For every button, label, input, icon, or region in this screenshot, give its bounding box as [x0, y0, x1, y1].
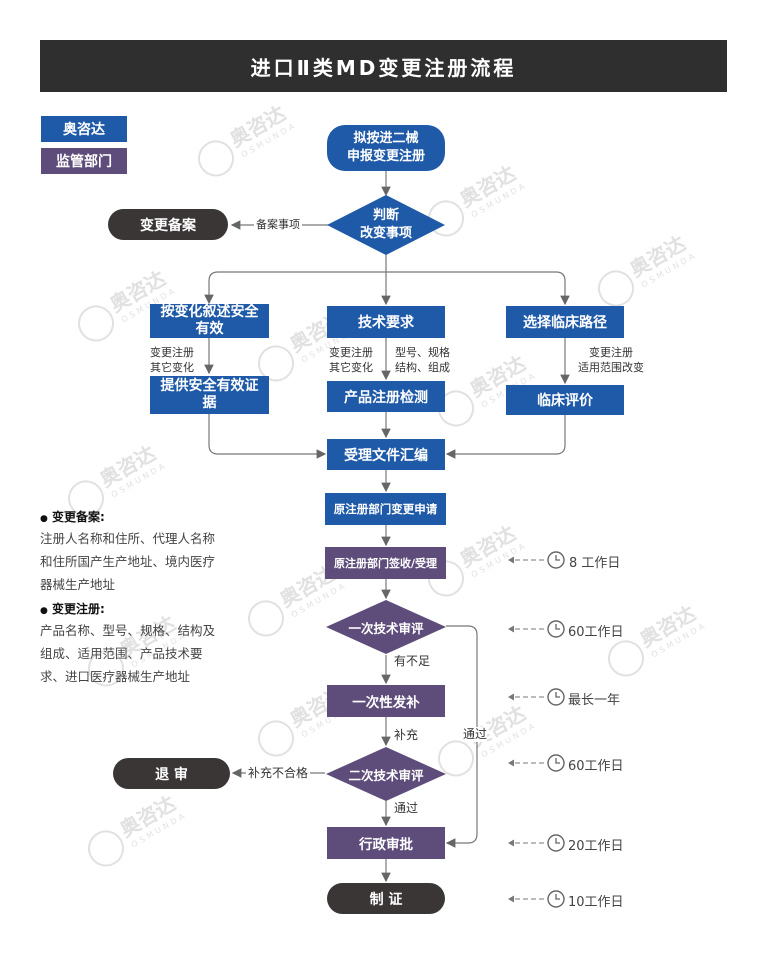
label-model-spec-a: 型号、规格	[395, 346, 450, 359]
node-admin-approve: 行政审批	[327, 827, 445, 859]
node-decide-line1: 判断	[372, 208, 399, 223]
time-label-6: 10工作日	[568, 895, 624, 910]
clock-hands-icon	[555, 692, 560, 698]
label-insufficient: 有不足	[394, 654, 431, 668]
timeline-arrow	[508, 625, 514, 633]
node-first-review: 一次技术审评	[348, 620, 424, 636]
clock-hands-icon	[555, 624, 560, 630]
label-change-other-2: 变更注册 其它变化	[329, 345, 373, 375]
clock-hands-icon	[555, 838, 560, 844]
first-review-diamond	[326, 600, 446, 654]
node-safety-desc: 按变化叙述安全 有效	[150, 304, 269, 338]
note-register-title: ● 变更注册:	[40, 602, 105, 616]
node-reject: 退 审	[113, 758, 230, 789]
note-register-line-3: 求、进口医疗器械生产地址	[40, 669, 191, 684]
edge-evidence-compile	[208, 414, 327, 459]
node-decide: 判断 改变事项	[327, 205, 445, 245]
node-clinical-eval: 临床评价	[506, 385, 624, 415]
label-change-scope-b: 适用范围改变	[578, 361, 644, 374]
note-register-body: 产品名称、型号、规格、结构及 组成、适用范围、产品技术要 求、进口医疗器械生产地…	[40, 619, 240, 688]
node-orig-accept: 原注册部门签收/受理	[325, 547, 446, 579]
node-safety-desc-line1: 按变化叙述安全	[160, 304, 259, 320]
note-register-line-1: 产品名称、型号、规格、结构及	[40, 623, 216, 638]
node-safety-evidence: 提供安全有效证 据	[150, 376, 269, 414]
label-change-other-2-a: 变更注册	[329, 346, 373, 359]
label-change-other-2-b: 其它变化	[329, 361, 373, 374]
clock-hands-icon	[555, 758, 560, 764]
time-label-5: 20工作日	[568, 839, 624, 854]
node-tech-req: 技术要求	[327, 306, 445, 338]
edge-decide-safety	[204, 252, 387, 305]
note-record-body: 注册人名称和住所、代理人名称 和住所国产生产地址、境内医疗 器械生产地址	[40, 527, 240, 596]
note-register-title-text: 变更注册:	[52, 602, 105, 616]
label-pass-down: 通过	[394, 801, 419, 815]
label-change-other-1-a: 变更注册	[150, 346, 194, 359]
node-record: 变更备案	[108, 209, 228, 240]
legend-company: 奥咨达	[41, 116, 127, 142]
node-safety-evidence-line2: 据	[202, 395, 217, 411]
timeline-arrow	[508, 839, 514, 847]
node-second-review: 二次技术审评	[348, 767, 424, 783]
timeline-arrow	[508, 693, 514, 701]
note-record-title-text: 变更备案:	[52, 510, 105, 524]
clock-hands-icon	[555, 894, 560, 900]
label-change-scope-a: 变更注册	[589, 346, 633, 359]
node-start-line1: 拟按进二械	[353, 131, 419, 146]
timeline-arrow	[508, 759, 514, 767]
node-product-test: 产品注册检测	[327, 381, 445, 412]
timeline-arrow	[508, 895, 514, 903]
note-record-line-3: 器械生产地址	[40, 577, 116, 592]
label-model-spec: 型号、规格 结构、组成	[395, 345, 450, 375]
label-model-spec-b: 结构、组成	[395, 361, 450, 374]
node-decide-line2: 改变事项	[359, 226, 412, 241]
label-change-other-1: 变更注册 其它变化	[150, 345, 194, 375]
time-label-2: 60工作日	[568, 625, 624, 640]
node-clinical-path: 选择临床路径	[506, 306, 624, 338]
label-supplement: 补充	[394, 728, 419, 742]
decide-diamond	[327, 195, 445, 255]
time-label-4: 60工作日	[568, 759, 624, 774]
note-register-line-2: 组成、适用范围、产品技术要	[40, 646, 203, 661]
edge-decide-clinical	[386, 271, 570, 306]
label-change-scope: 变更注册 适用范围改变	[578, 345, 644, 375]
note-record-title: ● 变更备案:	[40, 510, 105, 524]
label-supplement-fail: 补充不合格	[246, 766, 311, 781]
time-label-3: 最长一年	[568, 693, 621, 708]
node-orig-apply: 原注册部门变更申请	[325, 493, 446, 525]
side-notes: ● 变更备案: 注册人名称和住所、代理人名称 和住所国产生产地址、境内医疗 器械…	[40, 508, 240, 688]
clock-hands-icon	[555, 555, 560, 561]
timeline-arrow	[508, 556, 514, 564]
label-change-other-1-b: 其它变化	[150, 361, 194, 374]
node-supplement: 一次性发补	[327, 685, 445, 717]
second-review-diamond	[326, 747, 446, 801]
edge-eval-compile	[445, 415, 566, 459]
time-label-1: 8 工作日	[569, 556, 621, 571]
node-start-line2: 申报变更注册	[346, 149, 425, 164]
note-record-line-1: 注册人名称和住所、代理人名称	[40, 531, 216, 546]
label-record-item: 备案事项	[254, 217, 302, 232]
node-safety-evidence-line1: 提供安全有效证	[160, 378, 259, 394]
node-certificate: 制 证	[327, 883, 445, 914]
note-record-line-2: 和住所国产生产地址、境内医疗	[40, 554, 216, 569]
node-safety-desc-line2: 有效	[195, 321, 224, 337]
node-doc-compile: 受理文件汇编	[327, 439, 445, 470]
label-pass-right: 通过	[463, 727, 488, 742]
node-start: 拟按进二械 申报变更注册	[327, 125, 445, 171]
legend-authority: 监管部门	[41, 148, 127, 174]
page-title: 进口Ⅱ类MD变更注册流程	[40, 40, 727, 92]
